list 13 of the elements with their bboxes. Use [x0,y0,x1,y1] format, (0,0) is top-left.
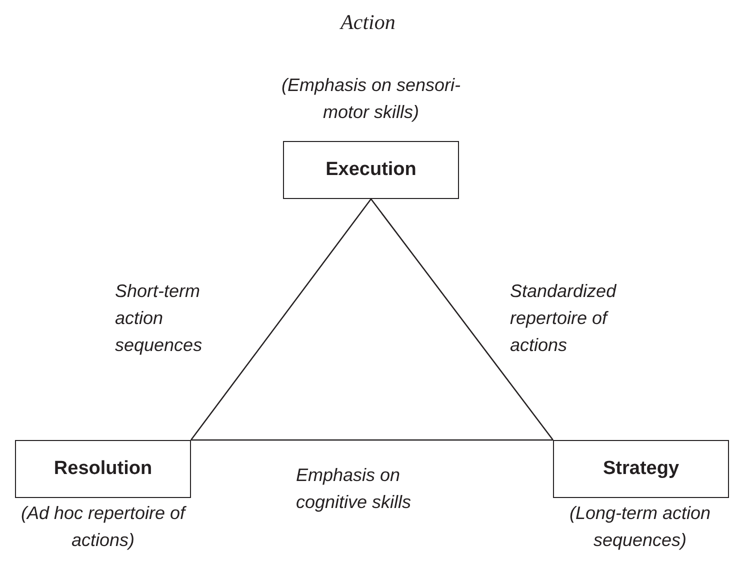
process-box [15,440,191,498]
node-caption: (Emphasis on sensori-motor skills) [280,74,462,124]
node-label: Resolution [54,458,152,480]
connector-line [191,439,553,441]
connector-line [370,198,554,440]
process-box [553,440,729,498]
node-label: Execution [326,159,416,181]
process-box [283,141,459,199]
node-caption: (Long-term action sequences) [568,502,712,552]
node-label: Strategy [602,458,680,480]
node-caption: (Ad hoc repertoire of actions) [20,502,188,552]
diagram-title: Action [338,10,396,35]
connector-line [190,198,372,440]
